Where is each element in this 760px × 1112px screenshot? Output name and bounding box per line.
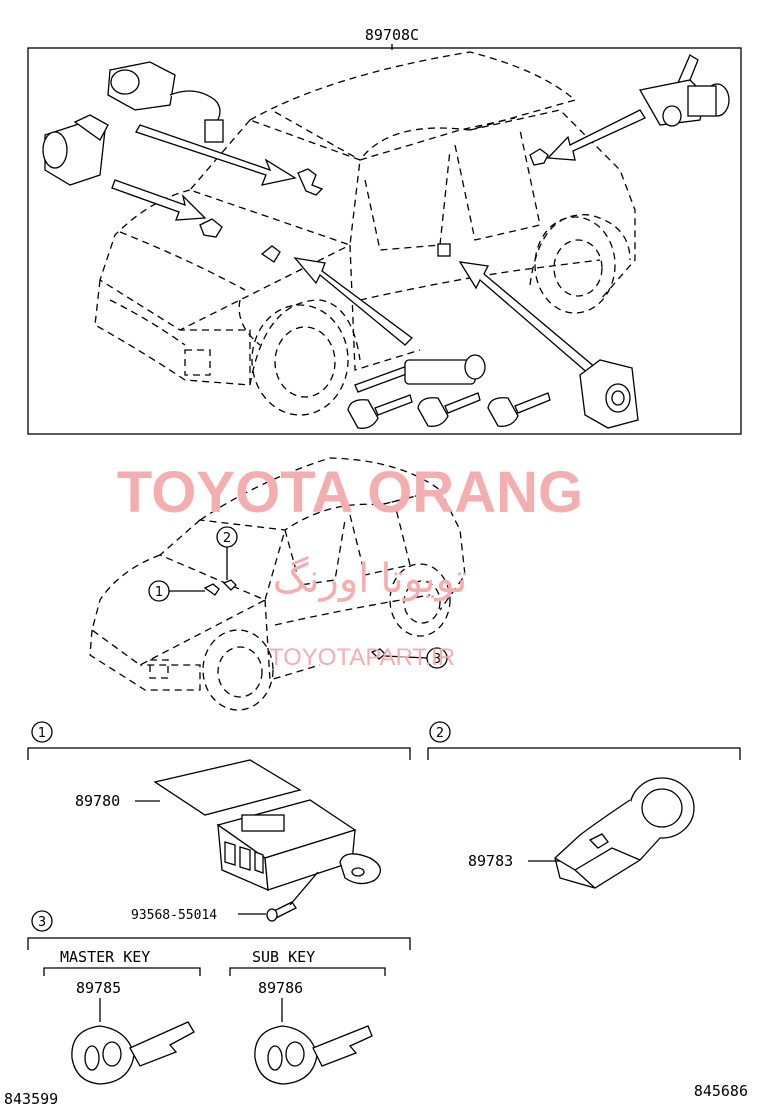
overview-frame bbox=[27, 47, 742, 435]
part-89785-label: 89785 bbox=[76, 979, 121, 997]
group-2-number: 2 bbox=[436, 726, 444, 741]
master-key-illustration bbox=[71, 1021, 195, 1085]
callout-3-leader bbox=[384, 655, 428, 659]
part-93568-55014-label: 93568-55014 bbox=[131, 908, 217, 923]
part-89783-label: 89783 bbox=[468, 852, 513, 870]
group-1-circle bbox=[31, 721, 53, 743]
group-2-bracket bbox=[427, 747, 741, 760]
part-89786-label: 89786 bbox=[258, 979, 303, 997]
watermark-brand: TOYOTA ORANG bbox=[117, 460, 583, 525]
callout-1-label: 1 bbox=[155, 585, 163, 600]
master-key-bracket bbox=[43, 967, 201, 976]
footer-right-code: 845686 bbox=[694, 1082, 748, 1100]
sub-key-heading: SUB KEY bbox=[252, 948, 315, 966]
ecu-module-illustration bbox=[153, 759, 382, 892]
sub-key-illustration bbox=[254, 1025, 373, 1085]
callout-2-label: 2 bbox=[223, 531, 231, 546]
transponder-amplifier-illustration bbox=[554, 777, 695, 889]
group-3-bracket bbox=[27, 937, 411, 950]
group-2-circle bbox=[429, 721, 451, 743]
vehicle-locator-illustration bbox=[89, 457, 466, 711]
screw-illustration bbox=[266, 901, 297, 922]
vehicle-overview-illustration bbox=[42, 51, 730, 429]
group-1-number: 1 bbox=[38, 726, 46, 741]
group-3-circle bbox=[31, 910, 53, 932]
watermark-site: TOYOTAPART.IR bbox=[269, 644, 455, 671]
group-1-bracket bbox=[27, 747, 411, 760]
footer-left-code: 843599 bbox=[4, 1090, 58, 1108]
screw-to-ecu-leader bbox=[289, 871, 319, 906]
master-key-heading: MASTER KEY bbox=[60, 948, 150, 966]
sub-key-bracket bbox=[229, 967, 386, 976]
callout-3-label: 3 bbox=[433, 652, 441, 667]
watermark-persian: تویوتا اورنگ bbox=[273, 556, 468, 602]
part-89780-label: 89780 bbox=[75, 792, 120, 810]
group-3-number: 3 bbox=[38, 915, 46, 930]
assembly-code-label: 89708C bbox=[365, 26, 419, 44]
